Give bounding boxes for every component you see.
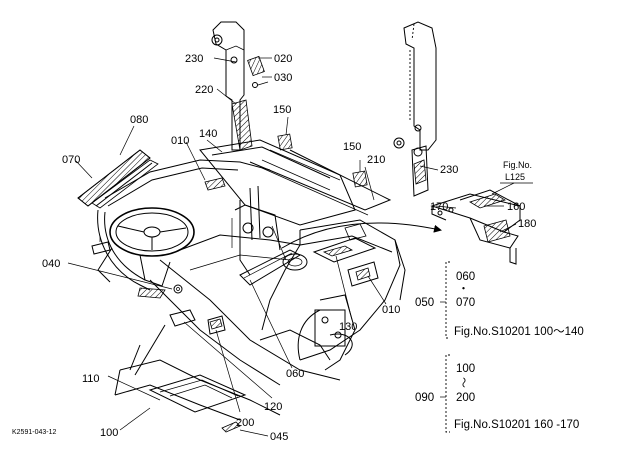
callout-070: 070 xyxy=(62,154,80,166)
callout-230-left: 230 xyxy=(185,53,203,65)
group-050-dot: ・ xyxy=(458,283,469,295)
detail-arrow xyxy=(281,222,442,249)
callout-220: 220 xyxy=(195,84,213,96)
callout-210: 210 xyxy=(367,154,385,166)
callout-030: 030 xyxy=(274,72,292,84)
callout-110: 110 xyxy=(82,373,100,385)
callout-labels: 020 030 230 220 150 080 010 140 150 210 … xyxy=(42,53,536,443)
group-090-to: 200 xyxy=(456,392,475,404)
rops-right-post xyxy=(393,21,437,197)
callout-160: 160 xyxy=(507,201,525,213)
group-090-from: 100 xyxy=(456,363,475,375)
fig-ref-line1: Fig.No. xyxy=(503,160,532,170)
detail-cover-160 xyxy=(430,189,521,265)
callout-040: 040 xyxy=(42,258,60,270)
callout-180: 180 xyxy=(518,218,536,230)
callout-170: 170 xyxy=(430,201,448,213)
part-040 xyxy=(91,236,183,294)
callout-060: 060 xyxy=(286,368,304,380)
leader-lines xyxy=(67,57,517,437)
group-050-item-2: 070 xyxy=(456,297,475,309)
callout-230-right: 230 xyxy=(440,164,458,176)
fender-decal-080 xyxy=(91,159,159,209)
callout-150-upper: 150 xyxy=(273,104,291,116)
fig-ref-line2: L125 xyxy=(505,172,525,182)
group-050-label: 050 xyxy=(415,297,434,309)
group-090-tilde: ～ xyxy=(457,377,469,388)
group-090-label: 090 xyxy=(415,392,434,404)
rops-left-post xyxy=(211,21,269,151)
group-090-ref: Fig.No.S10201 160 -170 xyxy=(454,419,579,431)
group-050-ref: Fig.No.S10201 100～140 xyxy=(454,326,584,338)
callout-100: 100 xyxy=(100,427,118,439)
group-050: 050 060 ・ 070 Fig.No.S10201 100～140 xyxy=(415,261,584,339)
callout-140: 140 xyxy=(199,128,217,140)
callout-200: 200 xyxy=(236,417,254,429)
group-050-item-1: 060 xyxy=(456,271,475,283)
callout-010-upper: 010 xyxy=(171,135,189,147)
steering-wheel xyxy=(97,207,195,287)
callout-020: 020 xyxy=(274,53,292,65)
operator-platform xyxy=(97,133,406,421)
callout-150-right: 150 xyxy=(343,141,361,153)
callout-130: 130 xyxy=(339,321,357,333)
group-090: 090 100 ～ 200 Fig.No.S10201 160 -170 xyxy=(415,354,579,433)
callout-120: 120 xyxy=(264,401,282,413)
fender-decal-070 xyxy=(77,149,151,207)
fig-reference-l125: Fig.No. L125 xyxy=(491,160,533,195)
drawing-code: K2591-043-12 xyxy=(12,429,56,436)
callout-045: 045 xyxy=(270,431,288,443)
callout-080: 080 xyxy=(130,114,148,126)
callout-010-lower: 010 xyxy=(382,304,400,316)
